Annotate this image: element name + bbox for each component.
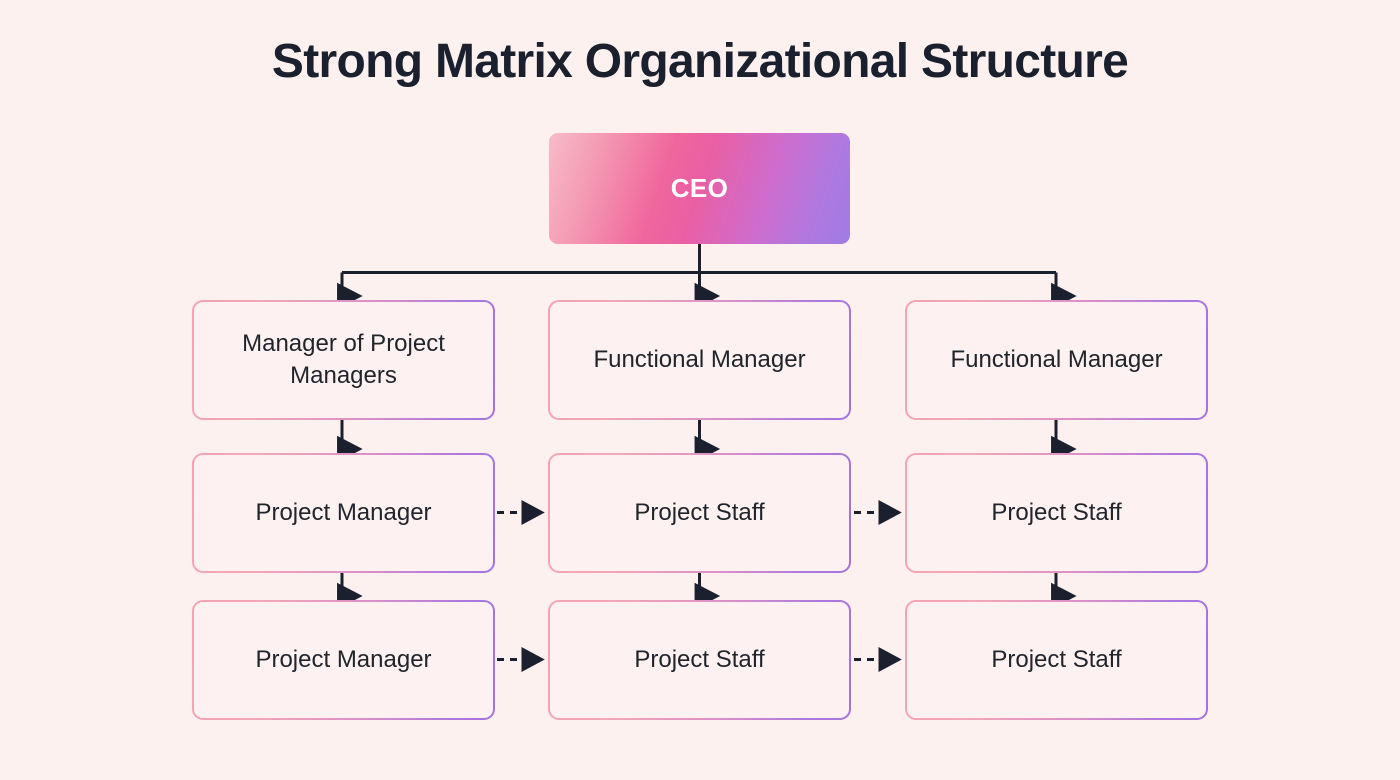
org-node-label: Project Staff bbox=[991, 498, 1122, 526]
org-node-project-staff-4[interactable]: Project Staff bbox=[905, 600, 1208, 720]
org-node-label: Project Manager bbox=[255, 645, 432, 673]
org-node-manager-of-project-managers[interactable]: Manager of Project Managers bbox=[192, 300, 495, 420]
org-node-body: Functional Manager bbox=[550, 302, 849, 418]
org-node-project-manager-2[interactable]: Project Manager bbox=[192, 600, 495, 720]
org-node-body: Project Manager bbox=[194, 602, 493, 718]
org-node-project-staff-1[interactable]: Project Staff bbox=[548, 453, 851, 573]
org-node-label: Project Staff bbox=[634, 498, 765, 526]
org-node-label: Functional Manager bbox=[950, 345, 1163, 373]
page-title: Strong Matrix Organizational Structure bbox=[271, 35, 1129, 88]
org-node-body: Project Staff bbox=[907, 602, 1206, 718]
org-node-body: Project Staff bbox=[907, 455, 1206, 571]
org-node-functional-manager-2[interactable]: Functional Manager bbox=[905, 300, 1208, 420]
org-node-body: Manager of Project Managers bbox=[194, 302, 493, 418]
org-node-ceo-label: CEO bbox=[670, 173, 729, 203]
org-node-project-staff-3[interactable]: Project Staff bbox=[548, 600, 851, 720]
org-node-body: Functional Manager bbox=[907, 302, 1206, 418]
org-node-body: Project Staff bbox=[550, 602, 849, 718]
org-node-body: Project Staff bbox=[550, 455, 849, 571]
org-node-project-manager-1[interactable]: Project Manager bbox=[192, 453, 495, 573]
org-node-project-staff-2[interactable]: Project Staff bbox=[905, 453, 1208, 573]
org-node-label: Functional Manager bbox=[593, 345, 806, 373]
org-node-label: Manager of Project Managers bbox=[242, 329, 445, 389]
org-node-body: Project Manager bbox=[194, 455, 493, 571]
org-node-label: Project Staff bbox=[991, 645, 1122, 673]
org-node-label: Project Staff bbox=[634, 645, 765, 673]
org-node-functional-manager-1[interactable]: Functional Manager bbox=[548, 300, 851, 420]
org-node-label: Project Manager bbox=[255, 498, 432, 526]
org-node-ceo[interactable]: CEO bbox=[549, 133, 850, 244]
